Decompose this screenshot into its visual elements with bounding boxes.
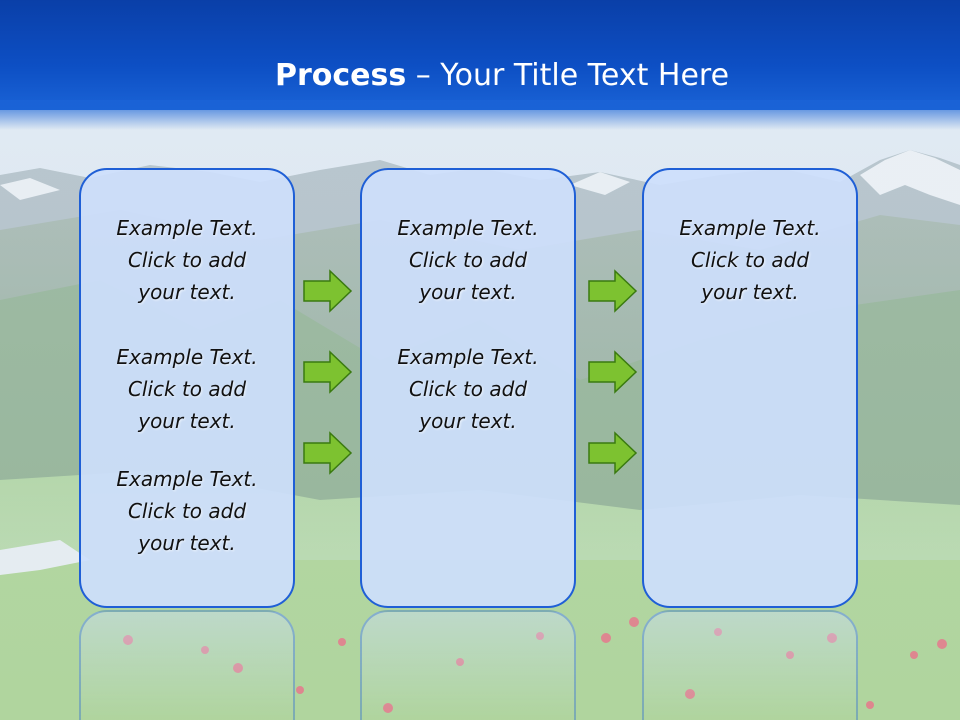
- title-rest-text: – Your Title Text Here: [406, 58, 730, 93]
- text-line: your text.: [138, 280, 236, 304]
- text-block[interactable]: Example Text. Click to add your text.: [81, 341, 293, 437]
- arrow-right-icon[interactable]: [588, 269, 638, 313]
- arrow-right-icon[interactable]: [303, 431, 353, 475]
- text-line: your text.: [138, 531, 236, 555]
- arrow-right-icon[interactable]: [303, 350, 353, 394]
- text-line: Click to add: [127, 377, 247, 401]
- text-line: your text.: [419, 409, 517, 433]
- text-line: Click to add: [690, 248, 810, 272]
- text-block[interactable]: Example Text. Click to add your text.: [81, 212, 293, 308]
- header-band: [0, 0, 960, 110]
- process-box-1[interactable]: Example Text. Click to add your text. Ex…: [79, 168, 295, 608]
- text-line: Example Text.: [116, 345, 258, 369]
- slide-title[interactable]: Process – Your Title Text Here: [22, 52, 960, 100]
- text-line: Click to add: [127, 499, 247, 523]
- text-line: Example Text.: [116, 467, 258, 491]
- text-block[interactable]: Example Text. Click to add your text.: [81, 463, 293, 559]
- column-1-reflection: [79, 610, 295, 720]
- process-box-3[interactable]: Example Text. Click to add your text.: [642, 168, 858, 608]
- title-bold-text: Process: [274, 58, 407, 93]
- arrow-right-icon[interactable]: [588, 350, 638, 394]
- text-block[interactable]: Example Text. Click to add your text.: [644, 212, 856, 308]
- column-3-reflection: [642, 610, 858, 720]
- text-line: your text.: [138, 409, 236, 433]
- text-block[interactable]: Example Text. Click to add your text.: [362, 341, 574, 437]
- text-block[interactable]: Example Text. Click to add your text.: [362, 212, 574, 308]
- text-line: Click to add: [408, 377, 528, 401]
- text-line: your text.: [701, 280, 799, 304]
- text-line: Click to add: [408, 248, 528, 272]
- text-line: Example Text.: [397, 216, 539, 240]
- text-line: Click to add: [127, 248, 247, 272]
- header-fade: [0, 100, 960, 130]
- arrow-right-icon[interactable]: [588, 431, 638, 475]
- text-line: your text.: [419, 280, 517, 304]
- process-box-2[interactable]: Example Text. Click to add your text. Ex…: [360, 168, 576, 608]
- text-line: Example Text.: [679, 216, 821, 240]
- arrow-right-icon[interactable]: [303, 269, 353, 313]
- text-line: Example Text.: [116, 216, 258, 240]
- column-2-reflection: [360, 610, 576, 720]
- text-line: Example Text.: [397, 345, 539, 369]
